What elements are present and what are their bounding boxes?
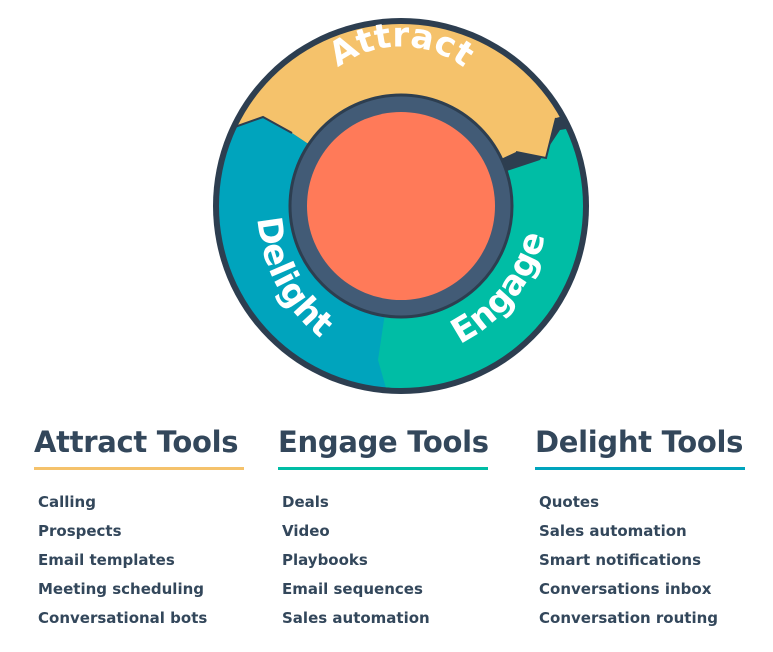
tool-item: Quotes bbox=[539, 493, 600, 511]
column-rule-attract bbox=[34, 467, 244, 470]
tool-item: Playbooks bbox=[282, 551, 368, 569]
tool-item: Email templates bbox=[38, 551, 175, 569]
segment-separator-delight bbox=[231, 115, 293, 134]
tool-item: Conversations inbox bbox=[539, 580, 712, 598]
tool-item: Deals bbox=[282, 493, 329, 511]
tool-item: Meeting scheduling bbox=[38, 580, 205, 598]
tools-column-attract: Attract Tools Calling Prospects Email te… bbox=[34, 425, 244, 633]
column-rule-engage bbox=[278, 467, 488, 470]
tool-list-engage: Deals Video Playbooks Email sequences Sa… bbox=[278, 488, 488, 633]
tool-item: Email sequences bbox=[282, 580, 423, 598]
tool-item: Sales automation bbox=[539, 522, 687, 540]
tool-item: Calling bbox=[38, 493, 96, 511]
column-title-delight: Delight Tools bbox=[535, 425, 744, 459]
tool-item: Video bbox=[282, 522, 330, 540]
tool-item: Conversation routing bbox=[539, 609, 719, 627]
column-title-attract: Attract Tools bbox=[34, 425, 239, 459]
flywheel-center bbox=[307, 112, 495, 300]
tools-column-engage: Engage Tools Deals Video Playbooks Email… bbox=[278, 425, 489, 633]
flywheel-diagram: Attract Delight Engage bbox=[213, 18, 589, 394]
tool-item: Sales automation bbox=[282, 609, 430, 627]
column-rule-delight bbox=[535, 467, 745, 470]
segment-separator-engage bbox=[515, 117, 557, 160]
tools-column-delight: Delight Tools Quotes Sales automation Sm… bbox=[535, 425, 745, 633]
tool-item: Smart notifications bbox=[539, 551, 701, 569]
flywheel-inner-ring-edge bbox=[288, 93, 514, 319]
tool-item: Conversational bots bbox=[38, 609, 208, 627]
tool-list-delight: Quotes Sales automation Smart notificati… bbox=[535, 488, 745, 633]
column-title-engage: Engage Tools bbox=[278, 425, 489, 459]
tool-list-attract: Calling Prospects Email templates Meetin… bbox=[34, 488, 244, 633]
tool-item: Prospects bbox=[38, 522, 122, 540]
